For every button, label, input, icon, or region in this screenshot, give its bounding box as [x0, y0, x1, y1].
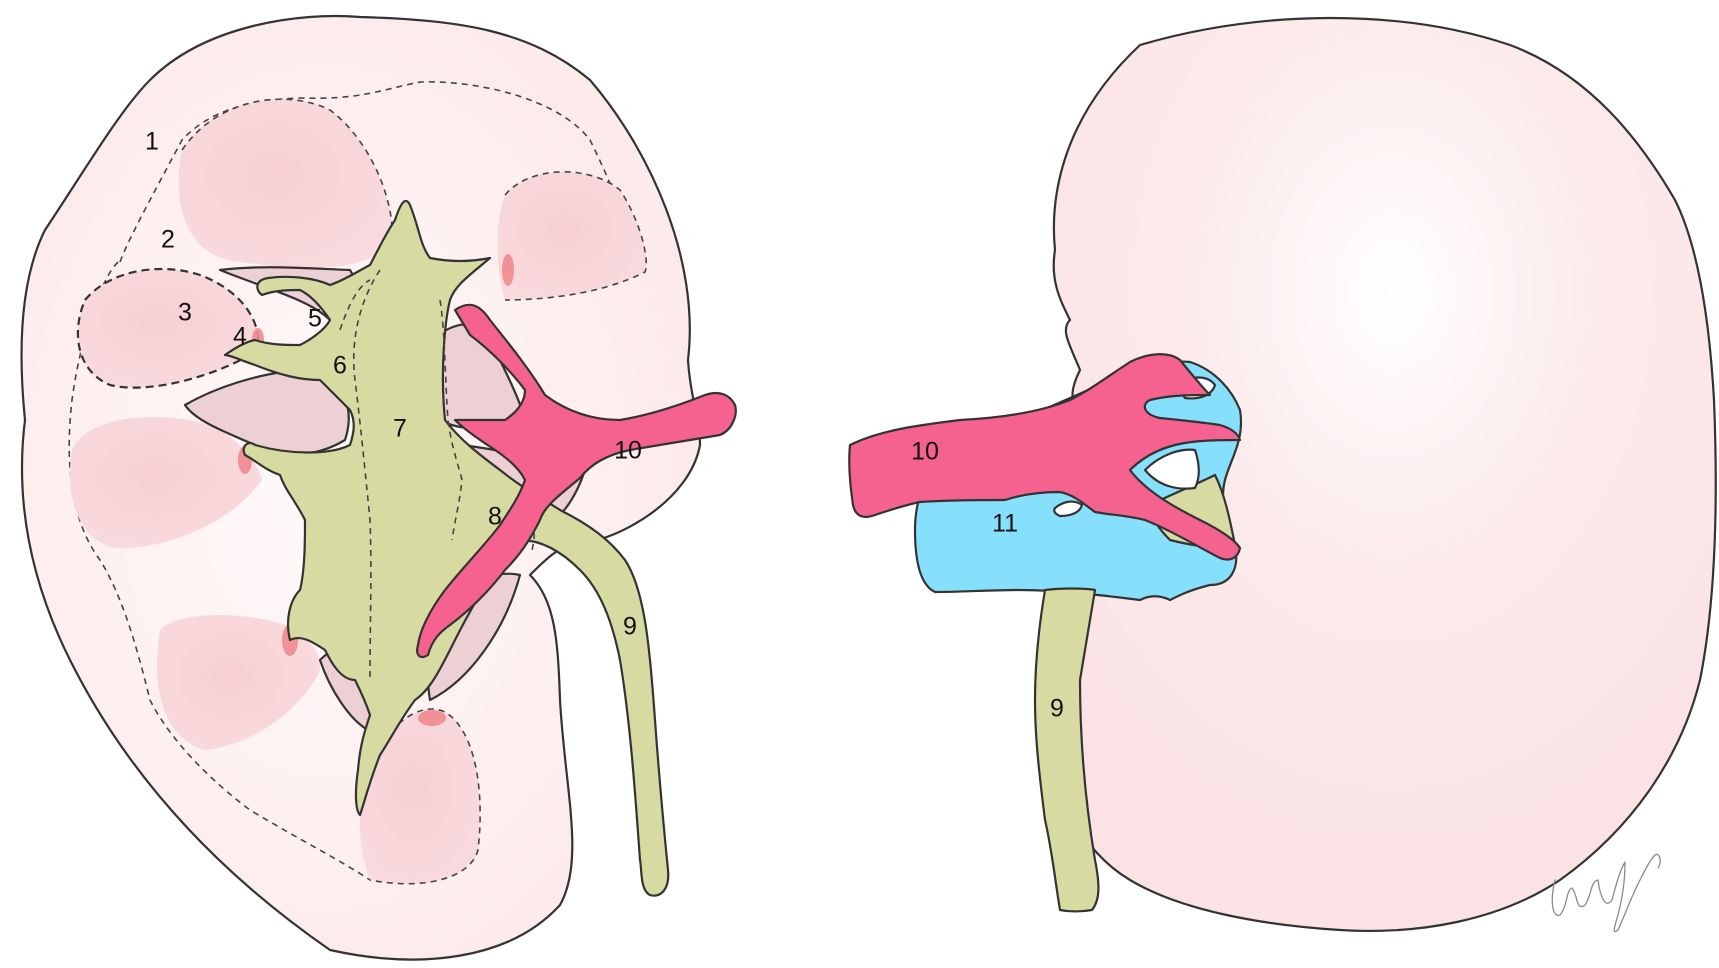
- label-9-right: 9: [1050, 695, 1064, 723]
- label-11: 11: [992, 510, 1018, 538]
- right-kidney-external: [849, 18, 1716, 931]
- label-9-left: 9: [623, 613, 637, 641]
- papilla-tip: [502, 254, 514, 286]
- label-7: 7: [393, 415, 407, 443]
- papilla-tip: [418, 710, 446, 726]
- left-kidney-section: [22, 16, 736, 959]
- label-6: 6: [333, 352, 347, 380]
- label-4: 4: [233, 323, 247, 351]
- label-8: 8: [488, 503, 502, 531]
- label-1: 1: [145, 128, 159, 156]
- label-5: 5: [308, 305, 322, 333]
- label-2: 2: [161, 226, 175, 254]
- label-10-right: 10: [911, 438, 939, 466]
- label-3: 3: [178, 299, 192, 327]
- label-10-left: 10: [614, 437, 642, 465]
